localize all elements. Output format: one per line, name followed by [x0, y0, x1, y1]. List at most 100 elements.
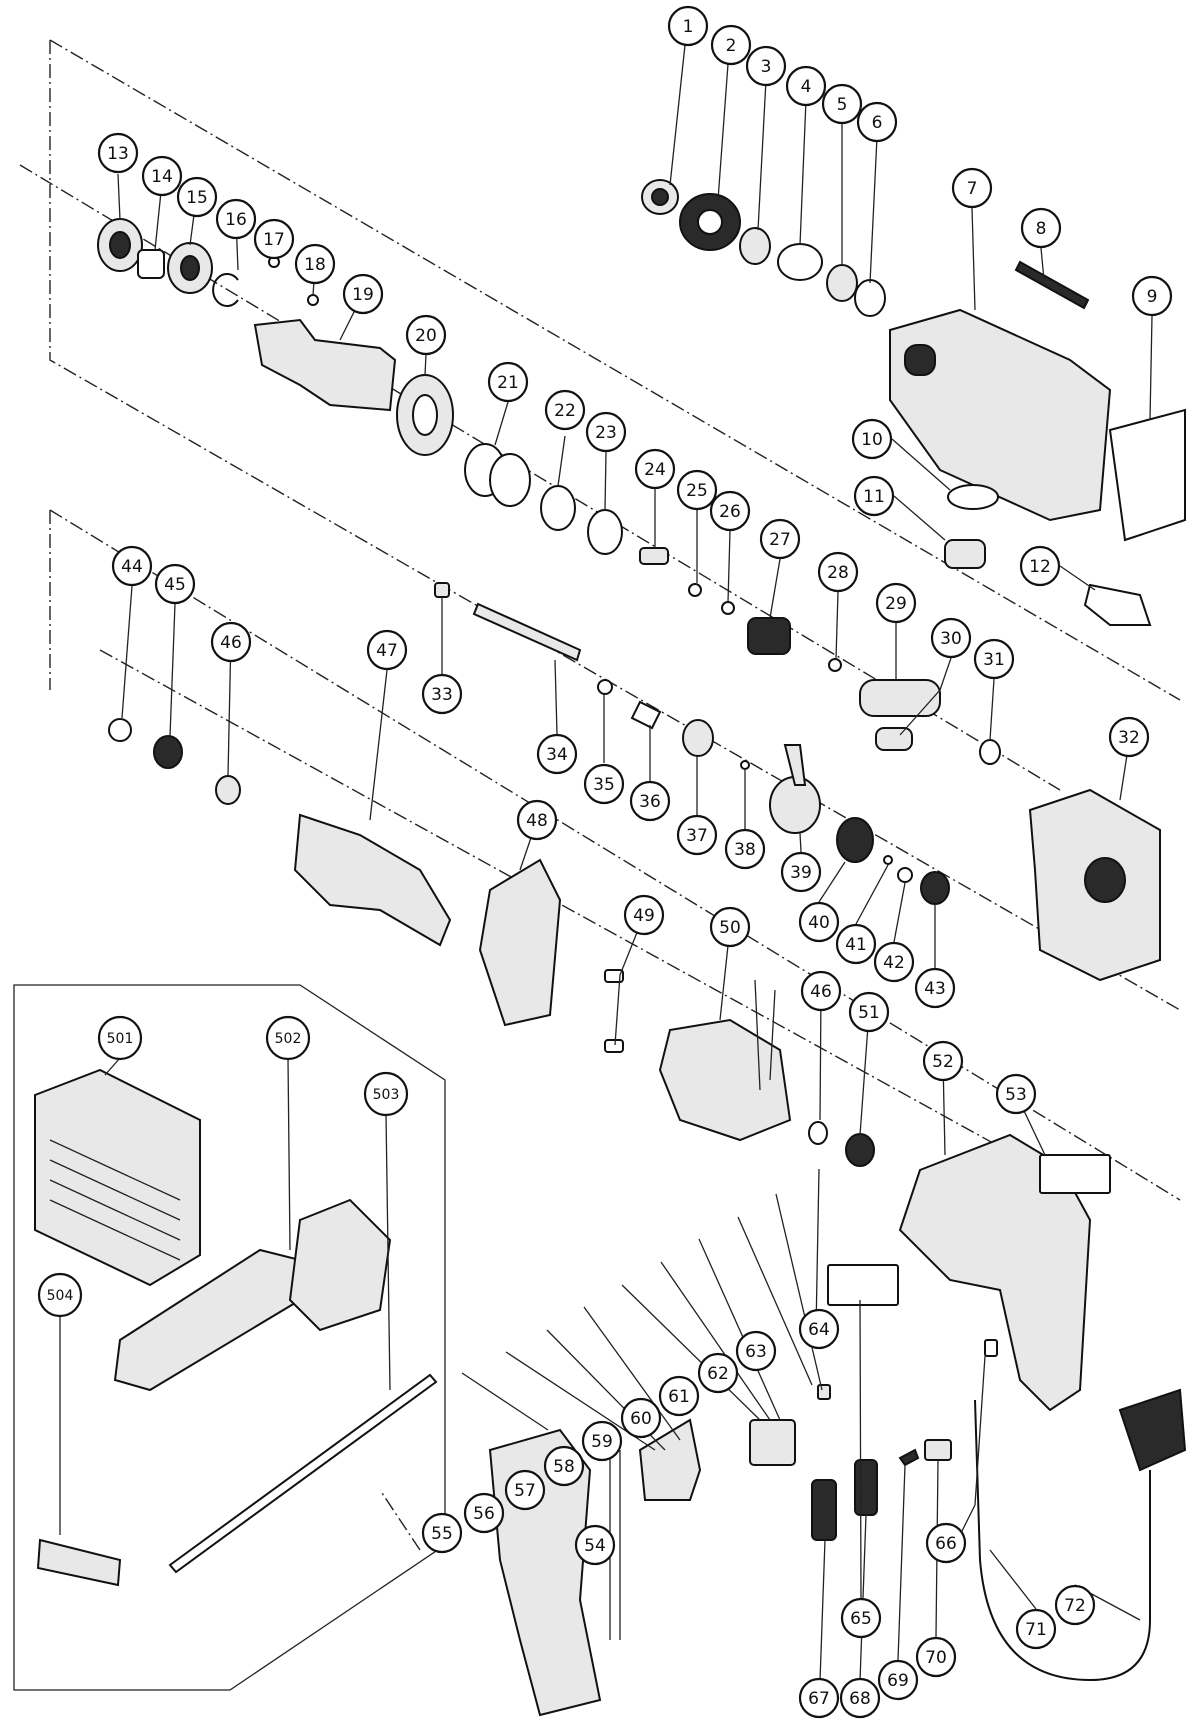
callout-number: 27: [769, 530, 791, 550]
switch-55: [638, 1418, 702, 1501]
callout-number: 63: [745, 1342, 767, 1362]
callout-67: 67: [798, 1677, 840, 1719]
callout-31: 31: [973, 638, 1015, 680]
callout-61: 61: [658, 1375, 700, 1417]
noise-suppressor-59: [749, 1419, 796, 1466]
retaining-ring-16: [212, 273, 239, 307]
callout-number: 20: [415, 326, 437, 346]
callout-34: 34: [536, 733, 578, 775]
callout-8: 8: [1020, 207, 1062, 249]
callout-number: 68: [849, 1689, 871, 1709]
sleeve-14: [137, 249, 165, 279]
ball-18: [307, 294, 319, 306]
callout-501: 501: [97, 1015, 143, 1061]
label-65: [827, 1264, 899, 1306]
callout-41: 41: [835, 923, 877, 965]
callout-504: 504: [37, 1272, 83, 1318]
callout-45: 45: [154, 563, 196, 605]
callout-12: 12: [1019, 545, 1061, 587]
callout-number: 69: [887, 1671, 909, 1691]
label-9: [1108, 408, 1186, 542]
callout-number: 46: [810, 982, 832, 1002]
callout-number: 39: [790, 863, 812, 883]
callout-number: 19: [352, 285, 374, 305]
callout-26: 26: [709, 490, 751, 532]
callout-54: 54: [574, 1524, 616, 1566]
callout-4: 4: [785, 65, 827, 107]
callout-number: 70: [925, 1648, 947, 1668]
callout-503: 503: [363, 1071, 409, 1117]
callout-36: 36: [629, 780, 671, 822]
callout-24: 24: [634, 448, 676, 490]
callout-7: 7: [951, 167, 993, 209]
callout-37: 37: [676, 814, 718, 856]
callout-number: 51: [858, 1003, 880, 1023]
brush-holder-68: [854, 1459, 878, 1516]
callout-number: 40: [808, 913, 830, 933]
knob-11: [944, 539, 986, 569]
callout-53: 53: [995, 1073, 1037, 1115]
callout-number: 32: [1118, 728, 1140, 748]
depth-gauge-503: [168, 1373, 438, 1574]
callout-52: 52: [922, 1040, 964, 1082]
callout-65: 65: [840, 1597, 882, 1639]
callout-44: 44: [111, 545, 153, 587]
shaft-34: [472, 602, 582, 662]
callout-64: 64: [798, 1308, 840, 1350]
callout-number: 8: [1036, 219, 1047, 239]
callout-28: 28: [817, 551, 859, 593]
callout-71: 71: [1015, 1608, 1057, 1650]
brush-holder-67: [811, 1479, 837, 1541]
callout-49: 49: [623, 894, 665, 936]
callout-number: 17: [263, 230, 285, 250]
callout-51: 51: [848, 991, 890, 1033]
callout-number: 15: [186, 188, 208, 208]
callout-number: 55: [431, 1524, 453, 1544]
callout-57: 57: [504, 1469, 546, 1511]
callout-number: 504: [47, 1288, 74, 1304]
callout-19: 19: [342, 273, 384, 315]
callout-number: 4: [801, 77, 812, 97]
callout-number: 54: [584, 1536, 606, 1556]
callout-number: 41: [845, 935, 867, 955]
callout-2: 2: [710, 24, 752, 66]
callout-number: 36: [639, 792, 661, 812]
callout-66: 66: [925, 1522, 967, 1564]
screw-8: [1014, 260, 1090, 310]
callout-46: 46: [210, 621, 252, 663]
callout-number: 503: [373, 1087, 400, 1103]
callout-number: 502: [275, 1031, 302, 1047]
callout-5: 5: [821, 83, 863, 125]
callout-number: 48: [526, 811, 548, 831]
callout-number: 37: [686, 826, 708, 846]
callout-70: 70: [915, 1636, 957, 1678]
callout-38: 38: [724, 828, 766, 870]
callout-number: 30: [940, 629, 962, 649]
callout-3: 3: [745, 45, 787, 87]
callout-number: 3: [761, 57, 772, 77]
callout-number: 52: [932, 1052, 954, 1072]
carrying-case-501: [34, 1068, 201, 1287]
housing-7: [889, 308, 1112, 522]
callout-9: 9: [1131, 275, 1173, 317]
callout-15: 15: [176, 176, 218, 218]
callout-number: 46: [220, 633, 242, 653]
callout-62: 62: [697, 1352, 739, 1394]
handle-cover-54: [488, 1428, 602, 1717]
callout-68: 68: [839, 1677, 881, 1719]
callout-number: 44: [121, 557, 143, 577]
callout-25: 25: [676, 469, 718, 511]
callout-number: 25: [686, 481, 708, 501]
callout-1: 1: [667, 5, 709, 47]
callout-number: 56: [473, 1504, 495, 1524]
callout-40: 40: [798, 901, 840, 943]
adapter-504: [36, 1538, 122, 1587]
callout-number: 33: [431, 685, 453, 705]
callout-number: 24: [644, 460, 666, 480]
callout-13: 13: [97, 132, 139, 174]
callout-10: 10: [851, 418, 893, 460]
callout-number: 47: [376, 641, 398, 661]
callout-35: 35: [583, 763, 625, 805]
callout-number: 29: [885, 594, 907, 614]
callout-number: 38: [734, 840, 756, 860]
